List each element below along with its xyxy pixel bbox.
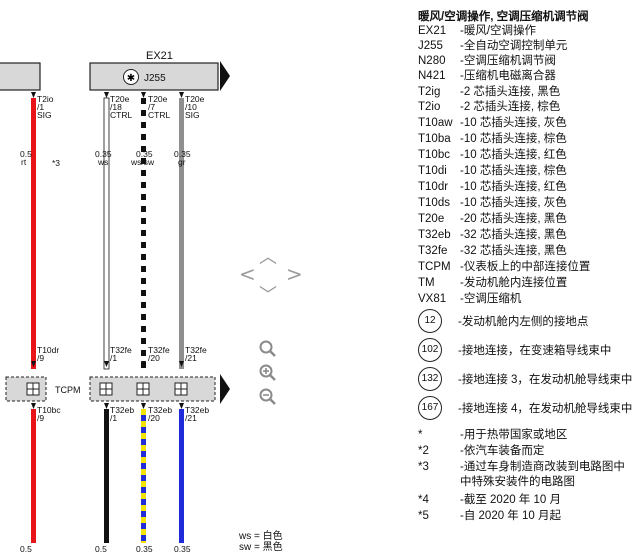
ground-point-desc: -接地连接，在变速箱导线束中 [458,345,612,357]
color-key-white: ws = 白色 [239,531,283,542]
pin-label-mid-4: T32fe/21 [185,345,207,363]
ground-point-badge: 132 [418,367,442,391]
mid-pin-arrows [31,361,184,367]
bottom-pin-arrows [31,403,184,409]
legend-panel: 暖风/空调操作, 空调压缩机调节阀 EX21-暖风/空调操作 J255-全自动空… [414,0,632,555]
top-pin-arrows [31,92,184,98]
legend-item: EX21-暖风/空调操作 [418,25,537,37]
legend-item: T2io-2 芯插头连接, 棕色 [418,101,561,113]
wire-black-lower[interactable] [104,409,109,543]
legend-item: T10aw-10 芯插头连接, 灰色 [418,117,567,129]
legend-item: TM-发动机舱内连接位置 [418,277,568,289]
color-key-black: sw = 黑色 [239,542,283,553]
legend-item: T10dr-10 芯插头连接, 红色 [418,181,567,193]
legend-item: N280-空调压缩机调节阀 [418,55,556,67]
legend-item: T2ig-2 芯插头连接, 黑色 [418,86,561,98]
footnote: *3-通过车身制造商改装到电路图中 [418,461,625,473]
pan-down-icon[interactable]: ﹀ [259,285,277,306]
legend-item: T10di-10 芯插头连接, 棕色 [418,165,567,177]
ground-point-desc: -发动机舱内左侧的接地点 [458,316,589,328]
wire-size-bot-1: 0.5 [20,544,32,554]
fan-symbol-icon [123,69,139,85]
wire-white[interactable] [103,97,110,370]
wire-red[interactable] [31,98,36,369]
wire-red-lower[interactable] [31,409,36,543]
legend-item: T10ds-10 芯插头连接, 灰色 [418,197,567,209]
footnote: 中特殊安装件的电路图 [460,476,575,488]
wire-grey[interactable] [179,98,184,369]
fan-glyph: ✱ [127,73,135,84]
ground-point-badge: 167 [418,396,442,420]
pin-label-bot-1: T10bc/9 [37,405,61,423]
pin-label-mid-3: T32fe/20 [148,345,170,363]
connector-pin-icons [26,382,188,396]
pin-label-bot-2: T32eb/1 [110,405,134,423]
color-key: ws = 白色 sw = 黑色 [239,531,283,553]
wire-size-bot-2: 0.5 [95,544,107,554]
footnote: *4-截至 2020 年 10 月 [418,494,561,506]
footnote-mark: *3 [52,158,60,168]
footnote: *2-依汽车装备而定 [418,445,545,457]
legend-item: T32fe-32 芯插头连接, 黑色 [418,245,567,257]
zoom-out-icon[interactable] [258,387,278,407]
legend-item: TCPM-仪表板上的中部连接位置 [418,261,591,273]
ground-point-desc: -接地连接 4，在发动机舱导线束中 [458,403,632,415]
wire-blue-lower[interactable] [179,409,184,543]
continue-right-arrow-icon [220,61,230,91]
pan-up-icon[interactable]: ︿ [259,247,277,268]
unit-box-label: EX21 [146,50,173,62]
footnote: *5-自 2020 年 10 月起 [418,510,561,522]
left-unit-box[interactable] [0,62,41,91]
legend-title: 暖风/空调操作, 空调压缩机调节阀 [418,11,589,23]
legend-item: N421-压缩机电磁离合器 [418,70,556,82]
pan-left-icon[interactable]: < [239,262,256,286]
wire-size-bot-4: 0.35 [174,544,191,554]
pin-label-bot-3: T32eb/20 [148,405,172,423]
zoom-fit-icon[interactable] [258,339,278,359]
legend-item: T10bc-10 芯插头连接, 红色 [418,149,567,161]
tcpm-strip-left[interactable] [5,376,47,402]
ground-point-badge: 12 [418,309,442,333]
legend-item: T20e-20 芯插头连接, 黑色 [418,213,567,225]
legend-item: T32eb-32 芯插头连接, 黑色 [418,229,567,241]
connector-strip-label: TCPM [55,385,81,395]
zoom-in-icon[interactable] [258,363,278,383]
legend-item: VX81-空调压缩机 [418,293,522,305]
legend-item: T10ba-10 芯插头连接, 棕色 [418,133,567,145]
wire-size-bot-3: 0.35 [136,544,153,554]
ex21-unit-box[interactable] [89,62,219,91]
continue-right-arrow-icon-2 [220,374,230,404]
ground-point-badge: 102 [418,338,442,362]
unit-inner-label: J255 [144,73,166,84]
ground-point-desc: -接地连接 3，在发动机舱导线束中 [458,374,632,386]
footnote: *-用于热带国家或地区 [418,429,568,441]
pan-right-icon[interactable]: > [286,262,303,286]
pin-label-mid-1: T10dr/9 [37,345,59,363]
pin-label-mid-2: T32fe/1 [110,345,132,363]
pin-label-bot-4: T32eb/21 [185,405,209,423]
legend-item: J255-全自动空调控制单元 [418,40,568,52]
